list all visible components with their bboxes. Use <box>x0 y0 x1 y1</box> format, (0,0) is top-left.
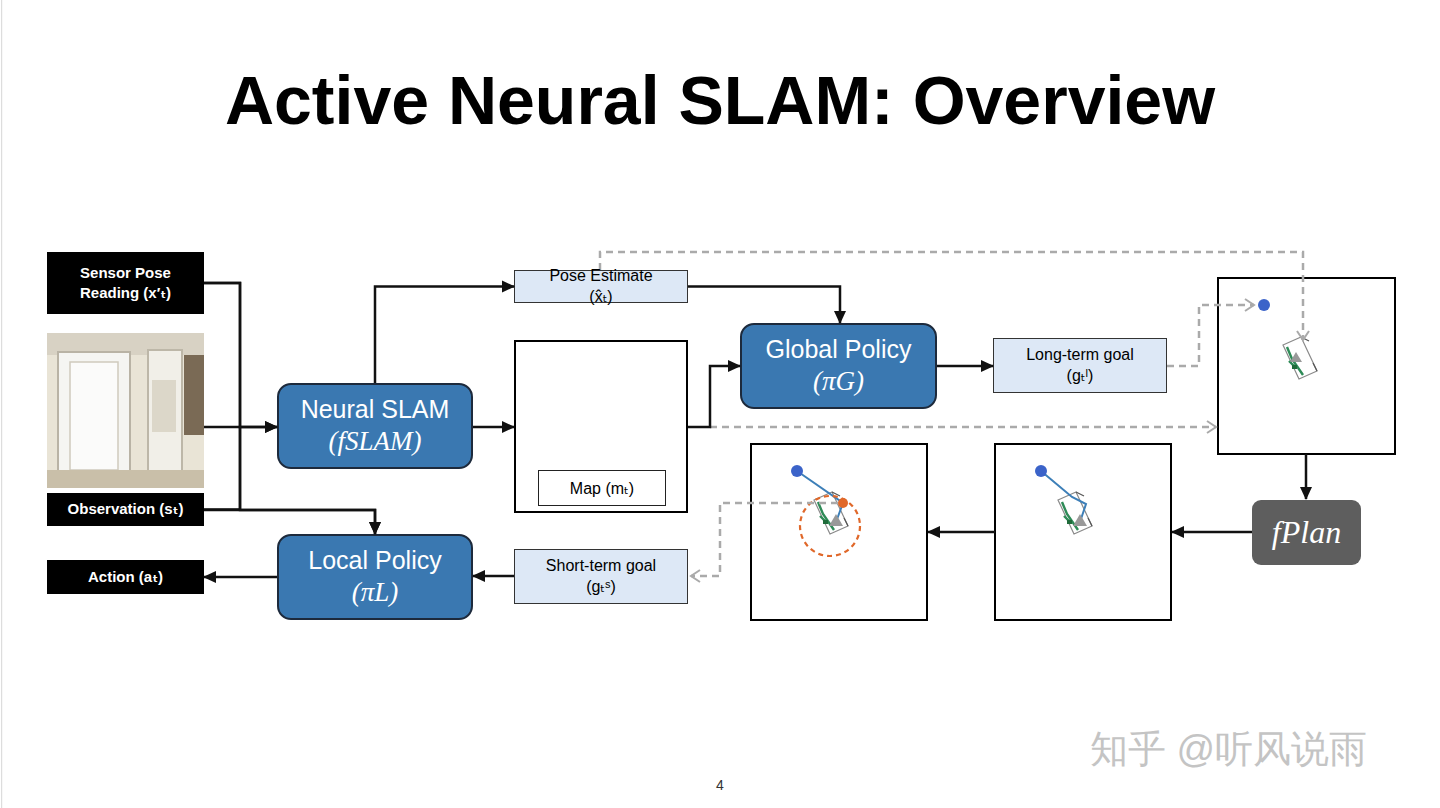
room-map <box>1283 337 1317 379</box>
data-box: Short-term goal (gₜˢ) <box>514 549 688 604</box>
module-box: Global Policy(πG) <box>740 323 937 409</box>
page-edge <box>1 0 2 808</box>
node-label: Map (mₜ) <box>538 470 666 506</box>
goal-dot <box>1035 465 1047 477</box>
node-formula: (πL) <box>352 576 399 608</box>
node-label: Sensor Pose Reading (x′ₜ) <box>61 263 190 304</box>
flow-arrow <box>204 427 277 510</box>
node-label: Pose Estimate (x̂ₜ) <box>537 266 665 308</box>
module-box: Neural SLAM(fSLAM) <box>277 383 473 469</box>
data-box: Long-term goal (gₜˡ) <box>993 338 1167 393</box>
room-map <box>814 492 848 534</box>
dashed-flow <box>600 252 1303 340</box>
map-panel <box>1218 278 1395 454</box>
flow-arrow <box>937 365 993 368</box>
node-label: Short-term goal (gₜˢ) <box>537 556 665 598</box>
ceiling <box>47 333 204 355</box>
short-goal-dot <box>838 498 848 508</box>
door-panel <box>70 362 118 470</box>
flow-arrow <box>375 287 514 384</box>
node-label: Global Policy <box>766 334 912 365</box>
diagram-title: Active Neural SLAM: Overview <box>0 66 1440 134</box>
output-box: Action (aₜ) <box>47 560 204 594</box>
room-map <box>1058 492 1092 534</box>
node-label: Long-term goal (gₜˡ) <box>1016 345 1144 387</box>
flow-arrow <box>473 426 514 429</box>
flow-arrow <box>204 576 277 579</box>
flow-arrow <box>1172 531 1252 534</box>
node-formula: (fSLAM) <box>329 425 422 457</box>
map-box: Map (mₜ) <box>514 340 688 513</box>
input-box: Observation (sₜ) <box>47 493 204 526</box>
agent-marker <box>1073 514 1087 526</box>
map-panel <box>995 444 1171 620</box>
door <box>148 350 182 478</box>
flow-arrow <box>204 510 375 534</box>
window-grid <box>152 380 176 432</box>
flow-arrow <box>473 575 514 578</box>
furniture <box>184 355 204 435</box>
goal-dot <box>1258 299 1270 311</box>
goal-dot <box>791 465 803 477</box>
door <box>58 352 130 480</box>
flow-arrow <box>1305 454 1308 499</box>
input-wire <box>204 426 240 429</box>
agent-marker <box>1290 352 1302 362</box>
node-formula: (πG) <box>813 365 864 397</box>
page-number: 4 <box>700 777 740 793</box>
node-label: Neural SLAM <box>301 394 450 425</box>
data-box: Pose Estimate (x̂ₜ) <box>514 270 688 303</box>
dashed-flow <box>1167 305 1254 366</box>
planner-box: fPlan <box>1252 500 1361 565</box>
dashed-flow <box>710 426 1216 429</box>
node-label: Local Policy <box>308 545 441 576</box>
flow-arrow <box>204 283 277 427</box>
watermark: 知乎 @听风说雨 <box>1090 724 1367 775</box>
map-panel <box>751 444 927 620</box>
flow-arrow <box>688 287 840 324</box>
flow-arrow <box>688 366 740 427</box>
observation-image <box>47 333 204 488</box>
flow-arrow <box>928 531 995 534</box>
node-label: Action (aₜ) <box>88 567 163 587</box>
node-label: Observation (sₜ) <box>68 499 184 519</box>
agent-marker <box>829 514 843 526</box>
local-radius <box>800 496 860 556</box>
planned-path <box>1041 471 1086 522</box>
module-box: Local Policy(πL) <box>277 534 473 620</box>
node-label: fPlan <box>1272 514 1341 551</box>
floor <box>47 470 204 488</box>
flow-arrow <box>204 283 375 534</box>
input-box: Sensor Pose Reading (x′ₜ) <box>47 252 204 314</box>
planned-path <box>797 471 843 522</box>
dashed-flow <box>691 503 838 576</box>
